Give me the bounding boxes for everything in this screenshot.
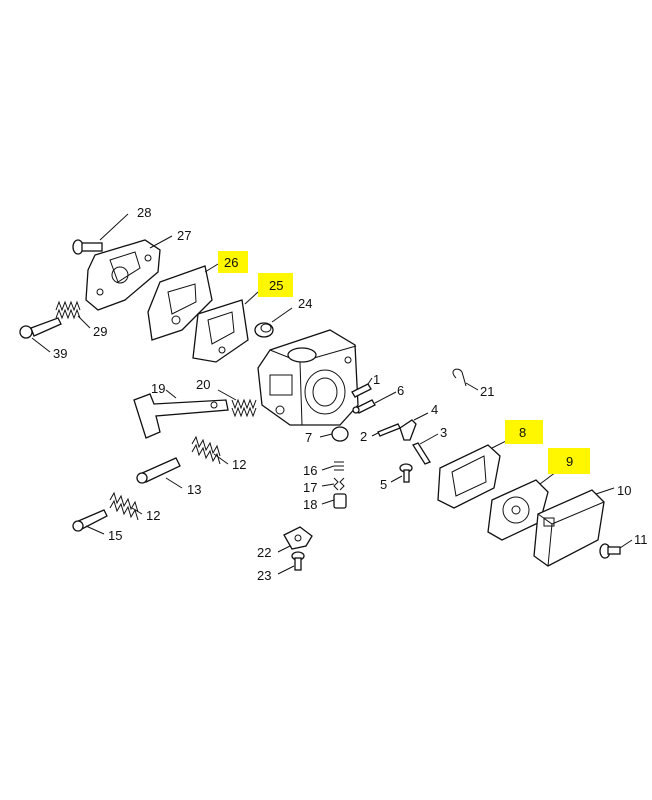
part-15-screw[interactable] [72, 509, 108, 532]
callout-25: 25 [269, 278, 283, 293]
part-28-screw[interactable] [72, 239, 103, 255]
part-22-lever[interactable] [283, 526, 313, 550]
callout-5: 5 [380, 477, 387, 492]
callout-21: 21 [480, 384, 494, 399]
callout-11: 11 [634, 532, 648, 547]
part-2-pin[interactable] [377, 423, 401, 437]
part-20-spring[interactable] [231, 398, 257, 418]
callout-29: 29 [93, 324, 107, 339]
part-11-screw[interactable] [599, 543, 621, 559]
callout-28: 28 [137, 205, 151, 220]
callout-20: 20 [196, 377, 210, 392]
part-25-gasket[interactable] [192, 299, 249, 363]
part-7-washer[interactable] [331, 426, 349, 442]
callout-8: 8 [519, 425, 526, 440]
part-1-needle[interactable] [351, 383, 372, 398]
part-5-screw[interactable] [399, 463, 413, 483]
callout-1: 1 [373, 372, 380, 387]
part-4-lever[interactable] [399, 419, 417, 441]
part-3-spring[interactable] [412, 442, 431, 465]
part-16-spring[interactable] [334, 461, 344, 471]
callout-27: 27 [177, 228, 191, 243]
callout-26: 26 [224, 255, 238, 270]
part-6-valve[interactable] [352, 399, 376, 414]
part-10-cover[interactable] [533, 489, 605, 567]
callout-17: 17 [303, 480, 317, 495]
highlight-25 [258, 273, 293, 297]
part-39-screw[interactable] [19, 317, 62, 339]
callout-24: 24 [298, 296, 312, 311]
part-23-screw[interactable] [291, 551, 305, 571]
part-27-pump-cover[interactable] [85, 239, 161, 311]
part-29-spring[interactable] [55, 300, 81, 320]
callout-3: 3 [440, 425, 447, 440]
part-24-plug[interactable] [254, 322, 274, 338]
callout-15: 15 [108, 528, 122, 543]
part-carburetor-body[interactable] [257, 329, 359, 426]
highlight-8 [505, 420, 543, 444]
callout-10: 10 [617, 483, 631, 498]
callout-2: 2 [360, 429, 367, 444]
part-9-diaphragm[interactable] [487, 479, 549, 541]
callout-9: 9 [566, 454, 573, 469]
highlight-26 [218, 251, 248, 273]
callout-16: 16 [303, 463, 317, 478]
part-12-spring-upper[interactable] [191, 435, 221, 465]
callout-7: 7 [305, 430, 312, 445]
part-17-spring[interactable] [333, 477, 345, 491]
part-13-screw[interactable] [136, 457, 181, 484]
callout-39: 39 [53, 346, 67, 361]
callout-12-lower: 12 [146, 508, 160, 523]
callout-19: 19 [151, 381, 165, 396]
part-21-clip[interactable] [452, 368, 467, 387]
highlight-9 [548, 448, 590, 474]
callout-4: 4 [431, 402, 438, 417]
callout-13: 13 [187, 482, 201, 497]
callout-18: 18 [303, 497, 317, 512]
part-18-needle[interactable] [333, 493, 347, 509]
part-12-spring-lower[interactable] [109, 491, 139, 521]
part-8-gasket[interactable] [437, 444, 501, 509]
callout-22: 22 [257, 545, 271, 560]
callout-23: 23 [257, 568, 271, 583]
callout-12-upper: 12 [232, 457, 246, 472]
part-26-gasket[interactable] [147, 265, 213, 341]
part-19-shaft[interactable] [133, 393, 229, 439]
callout-6: 6 [397, 383, 404, 398]
